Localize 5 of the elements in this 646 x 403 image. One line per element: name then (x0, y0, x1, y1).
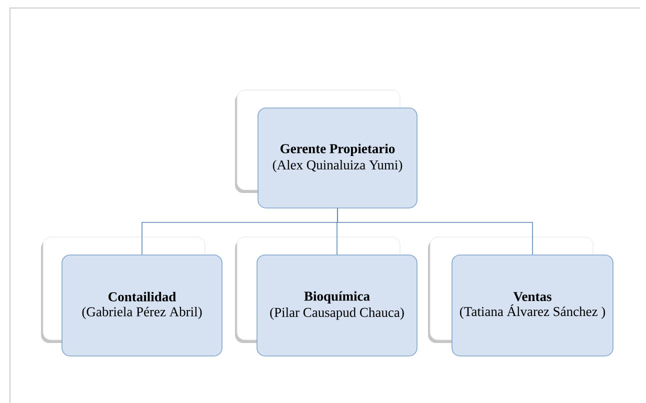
org-box: Contailidad (Gabriela Pérez Abril) (41, 236, 222, 356)
org-box: Bioquímica (Pilar Causapud Chauca) (235, 236, 418, 356)
org-box: Ventas (Tatiana Álvarez Sánchez ) (428, 236, 614, 356)
org-box: Gerente Propietario (Alex Quinaluiza Yumi) (235, 90, 418, 208)
connector-line (337, 208, 533, 255)
